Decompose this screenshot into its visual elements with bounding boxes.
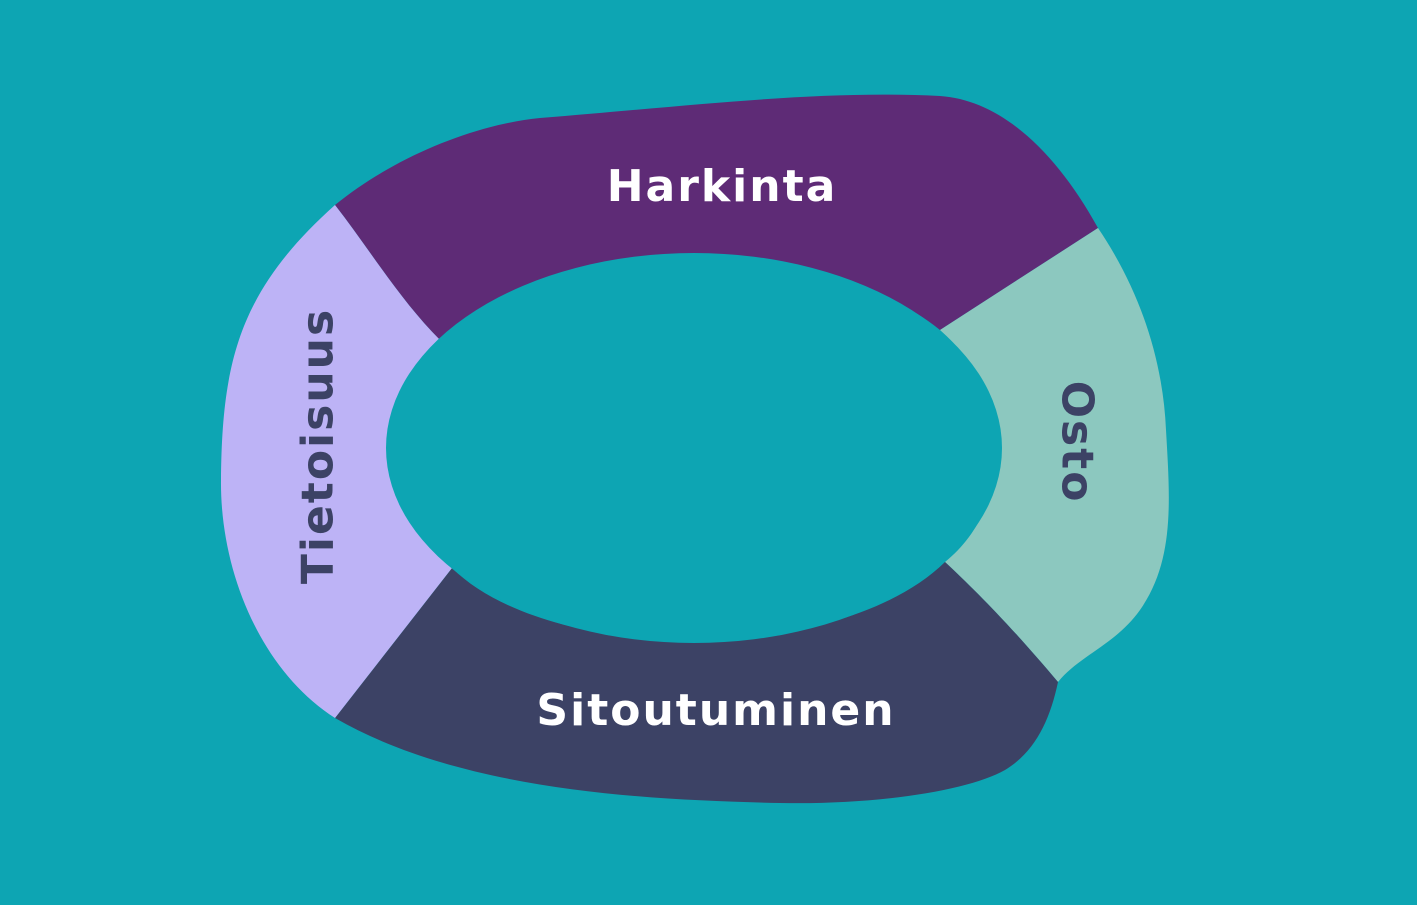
label-osto: Osto xyxy=(1052,381,1103,504)
label-sitoutuminen: Sitoutuminen xyxy=(536,685,895,736)
center-hole xyxy=(386,253,1002,643)
segment-osto xyxy=(940,228,1169,682)
segment-harkinta xyxy=(335,94,1098,340)
segment-sitoutuminen xyxy=(335,562,1058,804)
label-tietoisuus: Tietoisuus xyxy=(293,308,344,584)
label-harkinta: Harkinta xyxy=(607,161,838,212)
segment-tietoisuus xyxy=(220,205,452,718)
